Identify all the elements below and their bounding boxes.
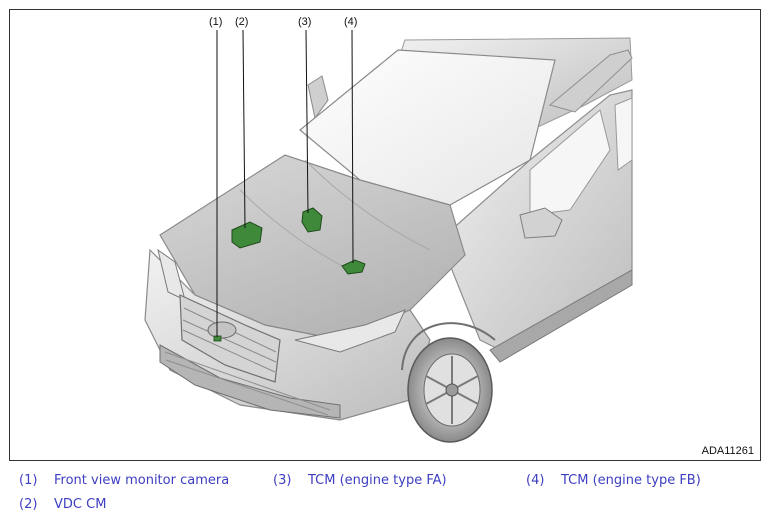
wheel-hub <box>445 383 459 397</box>
legend-num-2: (2) <box>19 497 38 512</box>
leader-4 <box>351 29 354 264</box>
grille <box>179 294 281 383</box>
legend-num-3: (3) <box>273 473 292 488</box>
legend-label-3: TCM (engine type FA) <box>308 473 447 488</box>
legend-num-1: (1) <box>19 473 38 488</box>
component-2-vdc-cm <box>231 221 263 249</box>
legend-item-2: (2) VDC CM <box>19 497 106 512</box>
figure-frame: (1) (2) (3) (4) ADA11261 <box>9 9 761 461</box>
callout-1: (1) <box>209 16 222 28</box>
legend-label-1: Front view monitor camera <box>54 473 230 488</box>
lower-intake <box>159 344 341 419</box>
legend-num-4: (4) <box>526 473 545 488</box>
legend-label-4: TCM (engine type FB) <box>561 473 701 488</box>
vehicle-illustration: (1) (2) (3) (4) <box>144 16 633 443</box>
leader-2 <box>242 29 246 229</box>
emblem <box>207 321 237 339</box>
side-mirror <box>519 207 563 239</box>
legend: (1) Front view monitor camera (2) VDC CM (… <box>0 468 772 522</box>
component-3-tcm-fa <box>301 207 323 233</box>
roof-rail <box>548 49 633 113</box>
headlight-right <box>294 309 406 353</box>
legend-label-2: VDC CM <box>54 497 107 512</box>
leader-3 <box>305 29 309 214</box>
legend-item-1: (1) Front view monitor camera <box>19 473 229 488</box>
wheel-arch <box>401 322 496 371</box>
leader-lines <box>216 29 354 337</box>
side-window-rear <box>614 97 633 171</box>
legend-item-3: (3) TCM (engine type FA) <box>273 473 447 488</box>
side-window-front <box>529 109 611 216</box>
hood-crease-2 <box>304 159 431 251</box>
legend-item-4: (4) TCM (engine type FB) <box>526 473 701 488</box>
callout-4: (4) <box>344 16 357 28</box>
hood-crease <box>239 189 351 271</box>
left-mirror <box>307 75 329 120</box>
callout-3: (3) <box>298 16 311 28</box>
figure-id: ADA11261 <box>701 445 754 457</box>
side-sill <box>489 269 633 363</box>
callout-2: (2) <box>235 16 248 28</box>
intake-bars <box>164 351 331 416</box>
